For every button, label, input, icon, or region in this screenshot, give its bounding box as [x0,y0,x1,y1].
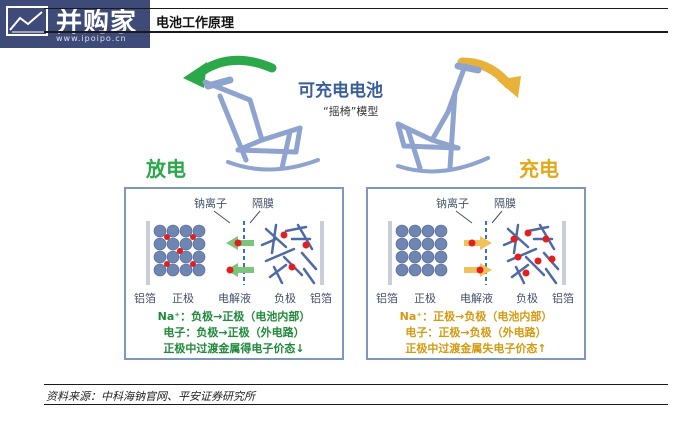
source-bottom-rule [44,404,668,405]
chart-logo-icon [6,6,48,36]
discharge-arrow-icon [193,55,277,79]
aluminum-foil-right [562,221,566,285]
aluminum-foil-left [146,221,150,285]
aluminum-foil-left [388,221,392,285]
source-top-rule [44,384,668,385]
anode-ions [510,229,556,277]
label-anode: 负极 [274,292,296,305]
label-cathode: 正极 [172,292,194,305]
label-cathode: 正极 [414,292,436,305]
header-rule [44,31,668,33]
left-rocking-chair-icon [202,76,320,172]
logo-url: www.ipoipo.cn [56,34,127,43]
discharge-arrowhead-icon [183,62,207,88]
charge-arrowhead-icon [497,76,521,98]
aluminum-foil-right [320,221,324,285]
label-foil-right: 铝箔 [310,292,332,305]
label-foil-left: 铝箔 [134,292,156,305]
label-electrolyte: 电解液 [218,292,251,305]
separator-label: 隔膜 [494,197,516,210]
separator-label: 隔膜 [252,197,274,210]
logo-name: 并购家 [56,8,138,38]
charge-cell-diagram [388,210,566,285]
rocking-chair-illustration [183,55,521,174]
label-anode: 负极 [516,292,538,305]
label-foil-right: 铝箔 [552,292,574,305]
figure-title: 可充电电池 [298,81,383,101]
right-rocking-chair-icon [395,62,490,174]
discharge-label: 放电 [146,157,186,181]
label-foil-left: 铝箔 [376,292,398,305]
discharge-cell-diagram [146,210,324,285]
section-title: 电池工作原理 [156,16,235,31]
label-electrolyte: 电解液 [460,292,493,305]
figure-subtitle: “摇椅”模型 [323,105,379,118]
discharge-line-1: Na⁺：负极→正极（电池内部） [157,310,311,323]
source-note: 资料来源：中科海钠官网、平安证券研究所 [46,390,255,403]
top-rule [44,8,668,9]
charge-label: 充电 [519,157,559,181]
sodium-ion-label: 钠离子 [194,197,227,210]
charge-line-2: 电子：正极→负极（外电路） [405,326,547,339]
discharge-line-2: 电子：负极→正极（外电路） [163,326,305,339]
sodium-ion-label: 钠离子 [436,197,469,210]
cathode-ions [164,234,196,267]
charge-line-1: Na⁺：正极→负极（电池内部） [399,310,553,323]
cathode-spheres [153,224,206,277]
discharge-line-3: 正极中过渡金属得电子价态↓ [163,342,305,355]
anode-structure [260,223,318,285]
figure: 可充电电池 “摇椅”模型 放电 充电 钠离子 隔膜 [124,55,586,360]
cathode-spheres [395,224,448,277]
charge-line-3: 正极中过渡金属失电子价态↑ [405,342,547,355]
charge-panel: 钠离子 隔膜 [366,187,586,360]
discharge-panel: 钠离子 隔膜 [124,187,344,360]
